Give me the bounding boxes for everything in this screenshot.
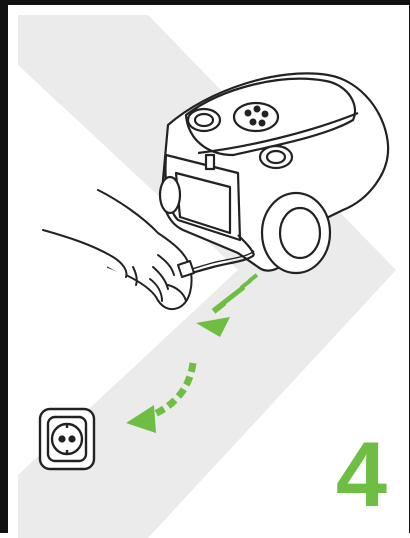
step-number: 4 [336,429,387,521]
socket-icon [40,409,94,469]
